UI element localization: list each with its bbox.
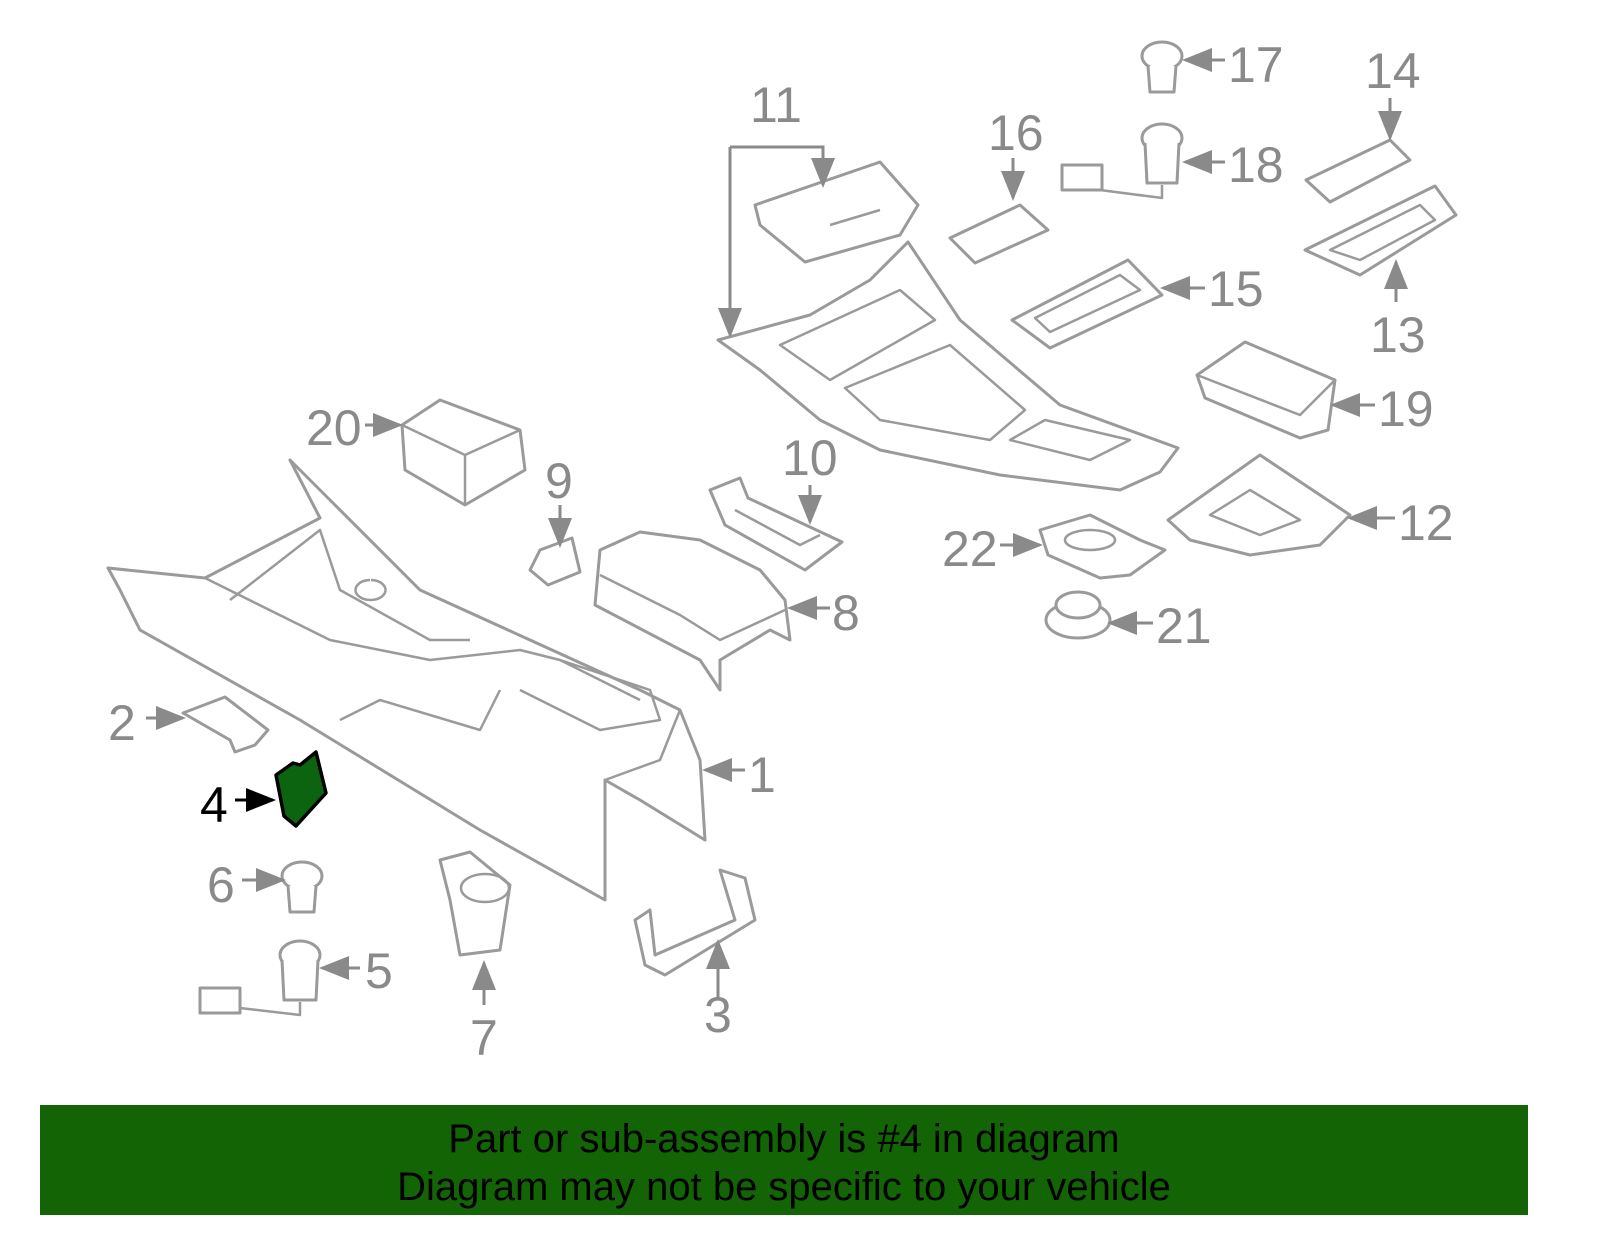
callout-18: 18 (1228, 137, 1284, 193)
part-4-highlighted (274, 750, 328, 828)
callout-4-selected: 4 (200, 777, 228, 833)
callout-11: 11 (750, 77, 802, 133)
callout-labels: 1 2 3 4 5 6 7 8 9 10 11 12 13 14 15 16 1… (108, 37, 1454, 1066)
part-16-mat (948, 203, 1050, 265)
callout-15: 15 (1208, 261, 1264, 317)
callout-2: 2 (108, 695, 136, 751)
callout-21: 21 (1156, 598, 1212, 654)
callout-17: 17 (1228, 37, 1284, 93)
part-21-knob (1044, 590, 1112, 640)
callout-22: 22 (942, 521, 998, 577)
callout-1: 1 (748, 747, 776, 803)
part-12-shift-trim (1166, 453, 1352, 557)
part-14-mat (1304, 138, 1412, 204)
callout-19: 19 (1378, 381, 1434, 437)
part-17-plug (1140, 40, 1184, 94)
part-20-module (400, 398, 527, 507)
callout-3: 3 (704, 987, 732, 1043)
callout-7: 7 (470, 1010, 498, 1066)
part-5-socket (198, 939, 322, 1017)
part-6-plug (280, 860, 324, 914)
callout-6: 6 (207, 857, 235, 913)
callout-20: 20 (306, 400, 362, 456)
callout-9: 9 (545, 453, 573, 509)
part-19-bin (1195, 340, 1337, 440)
callout-5: 5 (365, 943, 393, 999)
part-11-console-trim (716, 160, 1180, 492)
callout-10: 10 (782, 430, 838, 486)
banner-line-2: Diagram may not be specific to your vehi… (397, 1165, 1171, 1209)
callout-14: 14 (1365, 43, 1421, 99)
part-13-tray (1303, 184, 1458, 277)
part-2-bracket (181, 695, 270, 754)
part-18-socket (1060, 122, 1184, 200)
part-10-trim (708, 476, 844, 572)
banner-line-1: Part or sub-assembly is #4 in diagram (448, 1117, 1120, 1161)
part-3-bracket (633, 868, 757, 977)
part-15-trim (1010, 258, 1164, 350)
part-1-center-console (106, 458, 707, 902)
part-9-clip (528, 536, 582, 587)
callout-8: 8 (832, 585, 860, 641)
part-22-bezel (1038, 513, 1167, 580)
callout-16: 16 (988, 105, 1044, 161)
callout-12: 12 (1398, 495, 1454, 551)
callout-arrows (146, 48, 1408, 1005)
part-8-armrest (593, 530, 792, 692)
callout-13: 13 (1370, 307, 1426, 363)
part-info-banner: Part or sub-assembly is #4 in diagram Di… (40, 1105, 1528, 1215)
part-7-cup-holder (438, 850, 512, 957)
